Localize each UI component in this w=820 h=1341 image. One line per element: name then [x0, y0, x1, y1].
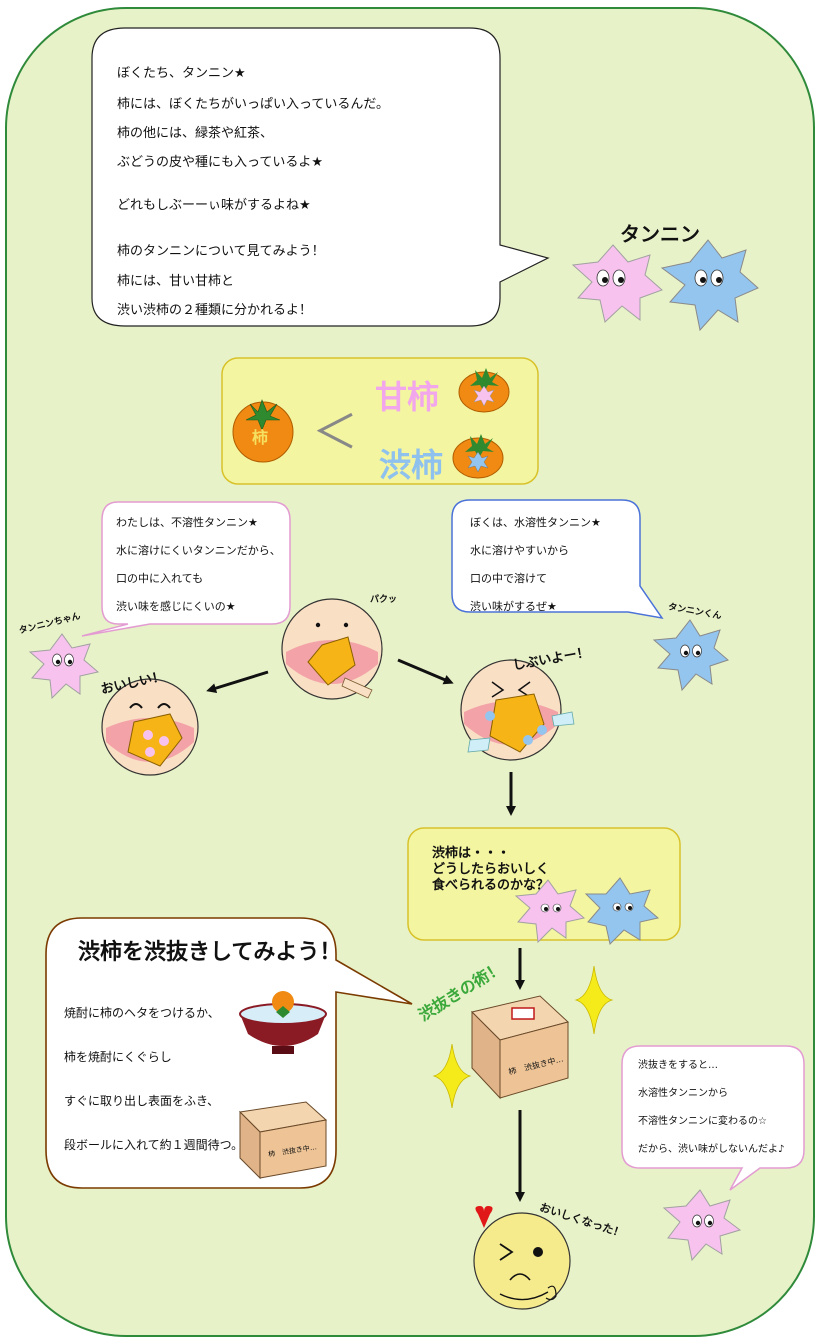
question-line: どうしたらおいしく [432, 862, 550, 877]
explanation-line: だから、渋い味がしないんだよ♪ [638, 1144, 785, 1155]
tannin-kun-character [652, 619, 729, 692]
pink-tannin-character [571, 244, 663, 323]
small-cardboard-box [238, 1101, 328, 1180]
explanation-line: 不溶性タンニンに変わるの☆ [638, 1116, 767, 1127]
insoluble-line: 口の中に入れても [116, 572, 204, 585]
shibugaki-persimmon-icon [452, 434, 504, 479]
method-title: 渋柿を渋抜きしてみよう！ [78, 940, 342, 965]
tannin-title: タンニン [620, 222, 700, 246]
intro-line: 渋い渋柿の２種類に分かれるよ！ [117, 303, 313, 318]
intro-line: 柿のタンニンについて見てみよう！ [117, 244, 325, 259]
bite-sound: パクッ [370, 595, 398, 605]
explanation-line: 渋抜きをすると… [638, 1060, 718, 1071]
question-line: 渋柿は・・・ [432, 846, 511, 861]
blue-tannin-character [660, 239, 759, 332]
bitter-face [460, 659, 575, 761]
bottom-pink-tannin [662, 1189, 742, 1262]
question-line: 食べられるのかな？ [432, 878, 550, 893]
method-line: すぐに取り出し表面をふき、 [64, 1094, 220, 1108]
soluble-line: 水に溶けやすいから [470, 544, 569, 557]
intro-line: どれもしぶーーぃ味がするよね★ [117, 198, 311, 213]
arrow-to-tasty [206, 670, 269, 693]
explanation-speech-bubble [621, 1045, 805, 1191]
tannin-chan-character [28, 633, 100, 700]
insoluble-line: わたしは、不溶性タンニン★ [116, 516, 258, 529]
tasty-face [101, 678, 199, 776]
soluble-line: 渋い味がするぜ★ [470, 600, 557, 613]
insoluble-speech-bubble [81, 501, 291, 637]
insoluble-line: 水に溶けにくいタンニンだから、 [116, 544, 281, 557]
method-line: 焼酎に柿のヘタをつけるか、 [64, 1006, 220, 1020]
main-cardboard-box [471, 995, 570, 1100]
kaki-persimmon-icon [232, 399, 294, 463]
insoluble-line: 渋い味を感じにくいの★ [116, 600, 236, 613]
intro-speech-bubble [91, 27, 550, 327]
amagaki-persimmon-icon [458, 368, 510, 413]
soluble-speech-bubble [451, 499, 664, 620]
shochu-bowl-icon [239, 991, 327, 1054]
comparison-symbol: ＜ [312, 405, 358, 459]
question-blue-tannin [584, 877, 660, 945]
sparkle-icon [432, 1043, 472, 1109]
intro-line: ぼくたち、タンニン★ [117, 66, 246, 81]
kaki-label: 柿 [252, 428, 269, 447]
arrow-to-bitter [397, 658, 454, 685]
intro-line: ぶどうの皮や種にも入っているよ★ [117, 155, 324, 170]
explanation-line: 水溶性タンニンから [638, 1088, 728, 1099]
shibugaki-label: 渋柿 [379, 446, 444, 484]
question-pink-tannin [514, 879, 586, 944]
intro-line: 柿には、甘い甘柿と [117, 274, 235, 289]
method-line: 柿を焼酎にくぐらし [64, 1050, 172, 1064]
soluble-line: ぼくは、水溶性タンニン★ [470, 516, 601, 529]
intro-line: 柿には、ぼくたちがいっぱい入っているんだ。 [117, 97, 389, 112]
sparkle-icon [574, 965, 614, 1035]
amagaki-label: 甘柿 [375, 378, 440, 416]
method-line: 段ボールに入れて約１週間待つ。 [64, 1138, 244, 1152]
intro-line: 柿の他には、緑茶や紅茶、 [117, 126, 274, 141]
heart-icon [475, 1206, 493, 1228]
biting-face [281, 598, 383, 700]
soluble-line: 口の中で溶けて [470, 572, 547, 585]
happy-face [473, 1212, 571, 1310]
